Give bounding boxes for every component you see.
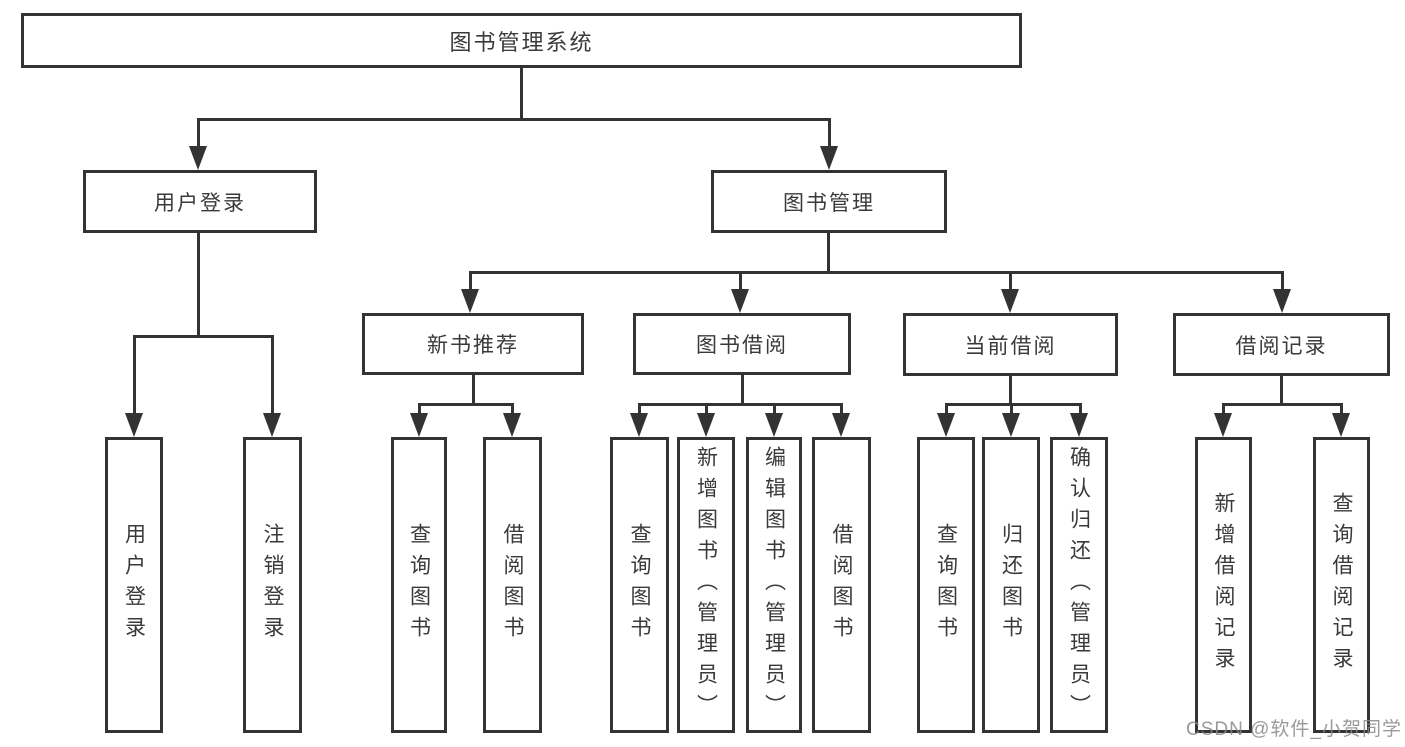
- arrow-down-icon: [1001, 289, 1019, 313]
- leaf-label: 归还图书: [999, 523, 1023, 647]
- connector-line: [197, 118, 831, 121]
- connector-line: [1009, 271, 1012, 291]
- connector-line: [418, 403, 514, 406]
- leaf-label: 查询图书: [407, 523, 431, 647]
- leaf-label: 查询图书: [628, 523, 651, 647]
- connector-line: [197, 118, 200, 148]
- connector-line: [1009, 376, 1012, 406]
- leaf-user-login: 用户登录: [105, 437, 163, 733]
- leaf-edit-books-admin: 编辑图书（管理员）: [746, 437, 802, 733]
- connector-line: [1222, 403, 1225, 415]
- arrow-down-icon: [1070, 413, 1088, 437]
- leaf-confirm-return-admin: 确认归还（管理员）: [1050, 437, 1108, 733]
- leaf-label: 确认归还（管理员）: [1067, 445, 1091, 725]
- connector-line: [197, 233, 200, 338]
- connector-line: [773, 403, 776, 415]
- node-library-management-system: 图书管理系统: [21, 13, 1022, 68]
- leaf-logout: 注销登录: [243, 437, 302, 733]
- arrow-down-icon: [503, 413, 521, 437]
- node-new-book-recommendation: 新书推荐: [362, 313, 584, 375]
- connector-line: [840, 403, 843, 415]
- leaf-label: 编辑图书（管理员）: [762, 445, 786, 725]
- connector-line: [1280, 376, 1283, 406]
- connector-line: [520, 68, 523, 121]
- arrow-down-icon: [410, 413, 428, 437]
- leaf-add-books-admin: 新增图书（管理员）: [677, 437, 735, 733]
- connector-line: [1281, 271, 1284, 291]
- connector-line: [271, 335, 274, 415]
- leaf-return-books: 归还图书: [982, 437, 1040, 733]
- leaf-label: 注销登录: [261, 523, 284, 647]
- connector-line: [511, 403, 514, 415]
- connector-line: [133, 335, 274, 338]
- arrow-down-icon: [1273, 289, 1291, 313]
- connector-line: [945, 403, 948, 415]
- connector-line: [472, 375, 475, 406]
- connector-line: [945, 403, 1082, 406]
- leaf-query-books-recommend: 查询图书: [391, 437, 447, 733]
- arrow-down-icon: [1332, 413, 1350, 437]
- connector-line: [469, 271, 1284, 274]
- leaf-label: 新增借阅记录: [1212, 492, 1235, 678]
- arrow-down-icon: [263, 413, 281, 437]
- node-book-management: 图书管理: [711, 170, 947, 233]
- leaf-add-borrow-record: 新增借阅记录: [1195, 437, 1252, 733]
- connector-line: [418, 403, 421, 415]
- leaf-query-books-current: 查询图书: [917, 437, 975, 733]
- arrow-down-icon: [125, 413, 143, 437]
- connector-line: [1079, 403, 1082, 415]
- node-borrowing-records: 借阅记录: [1173, 313, 1390, 376]
- arrow-down-icon: [832, 413, 850, 437]
- arrow-down-icon: [697, 413, 715, 437]
- connector-line: [741, 375, 744, 406]
- leaf-query-borrow-record: 查询借阅记录: [1313, 437, 1370, 733]
- connector-line: [705, 403, 708, 415]
- connector-line: [638, 403, 641, 415]
- arrow-down-icon: [1214, 413, 1232, 437]
- csdn-watermark: CSDN @软件_小贺同学: [1186, 719, 1402, 740]
- leaf-borrow-books-borrowing: 借阅图书: [812, 437, 871, 733]
- arrow-down-icon: [1002, 413, 1020, 437]
- arrow-down-icon: [630, 413, 648, 437]
- arrow-down-icon: [937, 413, 955, 437]
- arrow-down-icon: [820, 146, 838, 170]
- connector-line: [739, 271, 742, 291]
- connector-line: [1010, 403, 1013, 415]
- connector-line: [638, 403, 843, 406]
- leaf-label: 查询借阅记录: [1330, 492, 1353, 678]
- arrow-down-icon: [461, 289, 479, 313]
- arrow-down-icon: [189, 146, 207, 170]
- leaf-label: 借阅图书: [830, 523, 853, 647]
- node-current-borrowing: 当前借阅: [903, 313, 1118, 376]
- node-user-login: 用户登录: [83, 170, 317, 233]
- connector-line: [1340, 403, 1343, 415]
- connector-line: [133, 335, 136, 415]
- arrow-down-icon: [765, 413, 783, 437]
- connector-line: [827, 233, 830, 274]
- leaf-query-books-borrowing: 查询图书: [610, 437, 669, 733]
- leaf-borrow-books-recommend: 借阅图书: [483, 437, 542, 733]
- leaf-label: 借阅图书: [501, 523, 524, 647]
- connector-line: [1222, 403, 1343, 406]
- node-book-borrowing: 图书借阅: [633, 313, 851, 375]
- leaf-label: 查询图书: [934, 523, 958, 647]
- leaf-label: 用户登录: [122, 523, 146, 647]
- arrow-down-icon: [731, 289, 749, 313]
- connector-line: [828, 118, 831, 148]
- leaf-label: 新增图书（管理员）: [694, 445, 718, 725]
- connector-line: [469, 271, 472, 291]
